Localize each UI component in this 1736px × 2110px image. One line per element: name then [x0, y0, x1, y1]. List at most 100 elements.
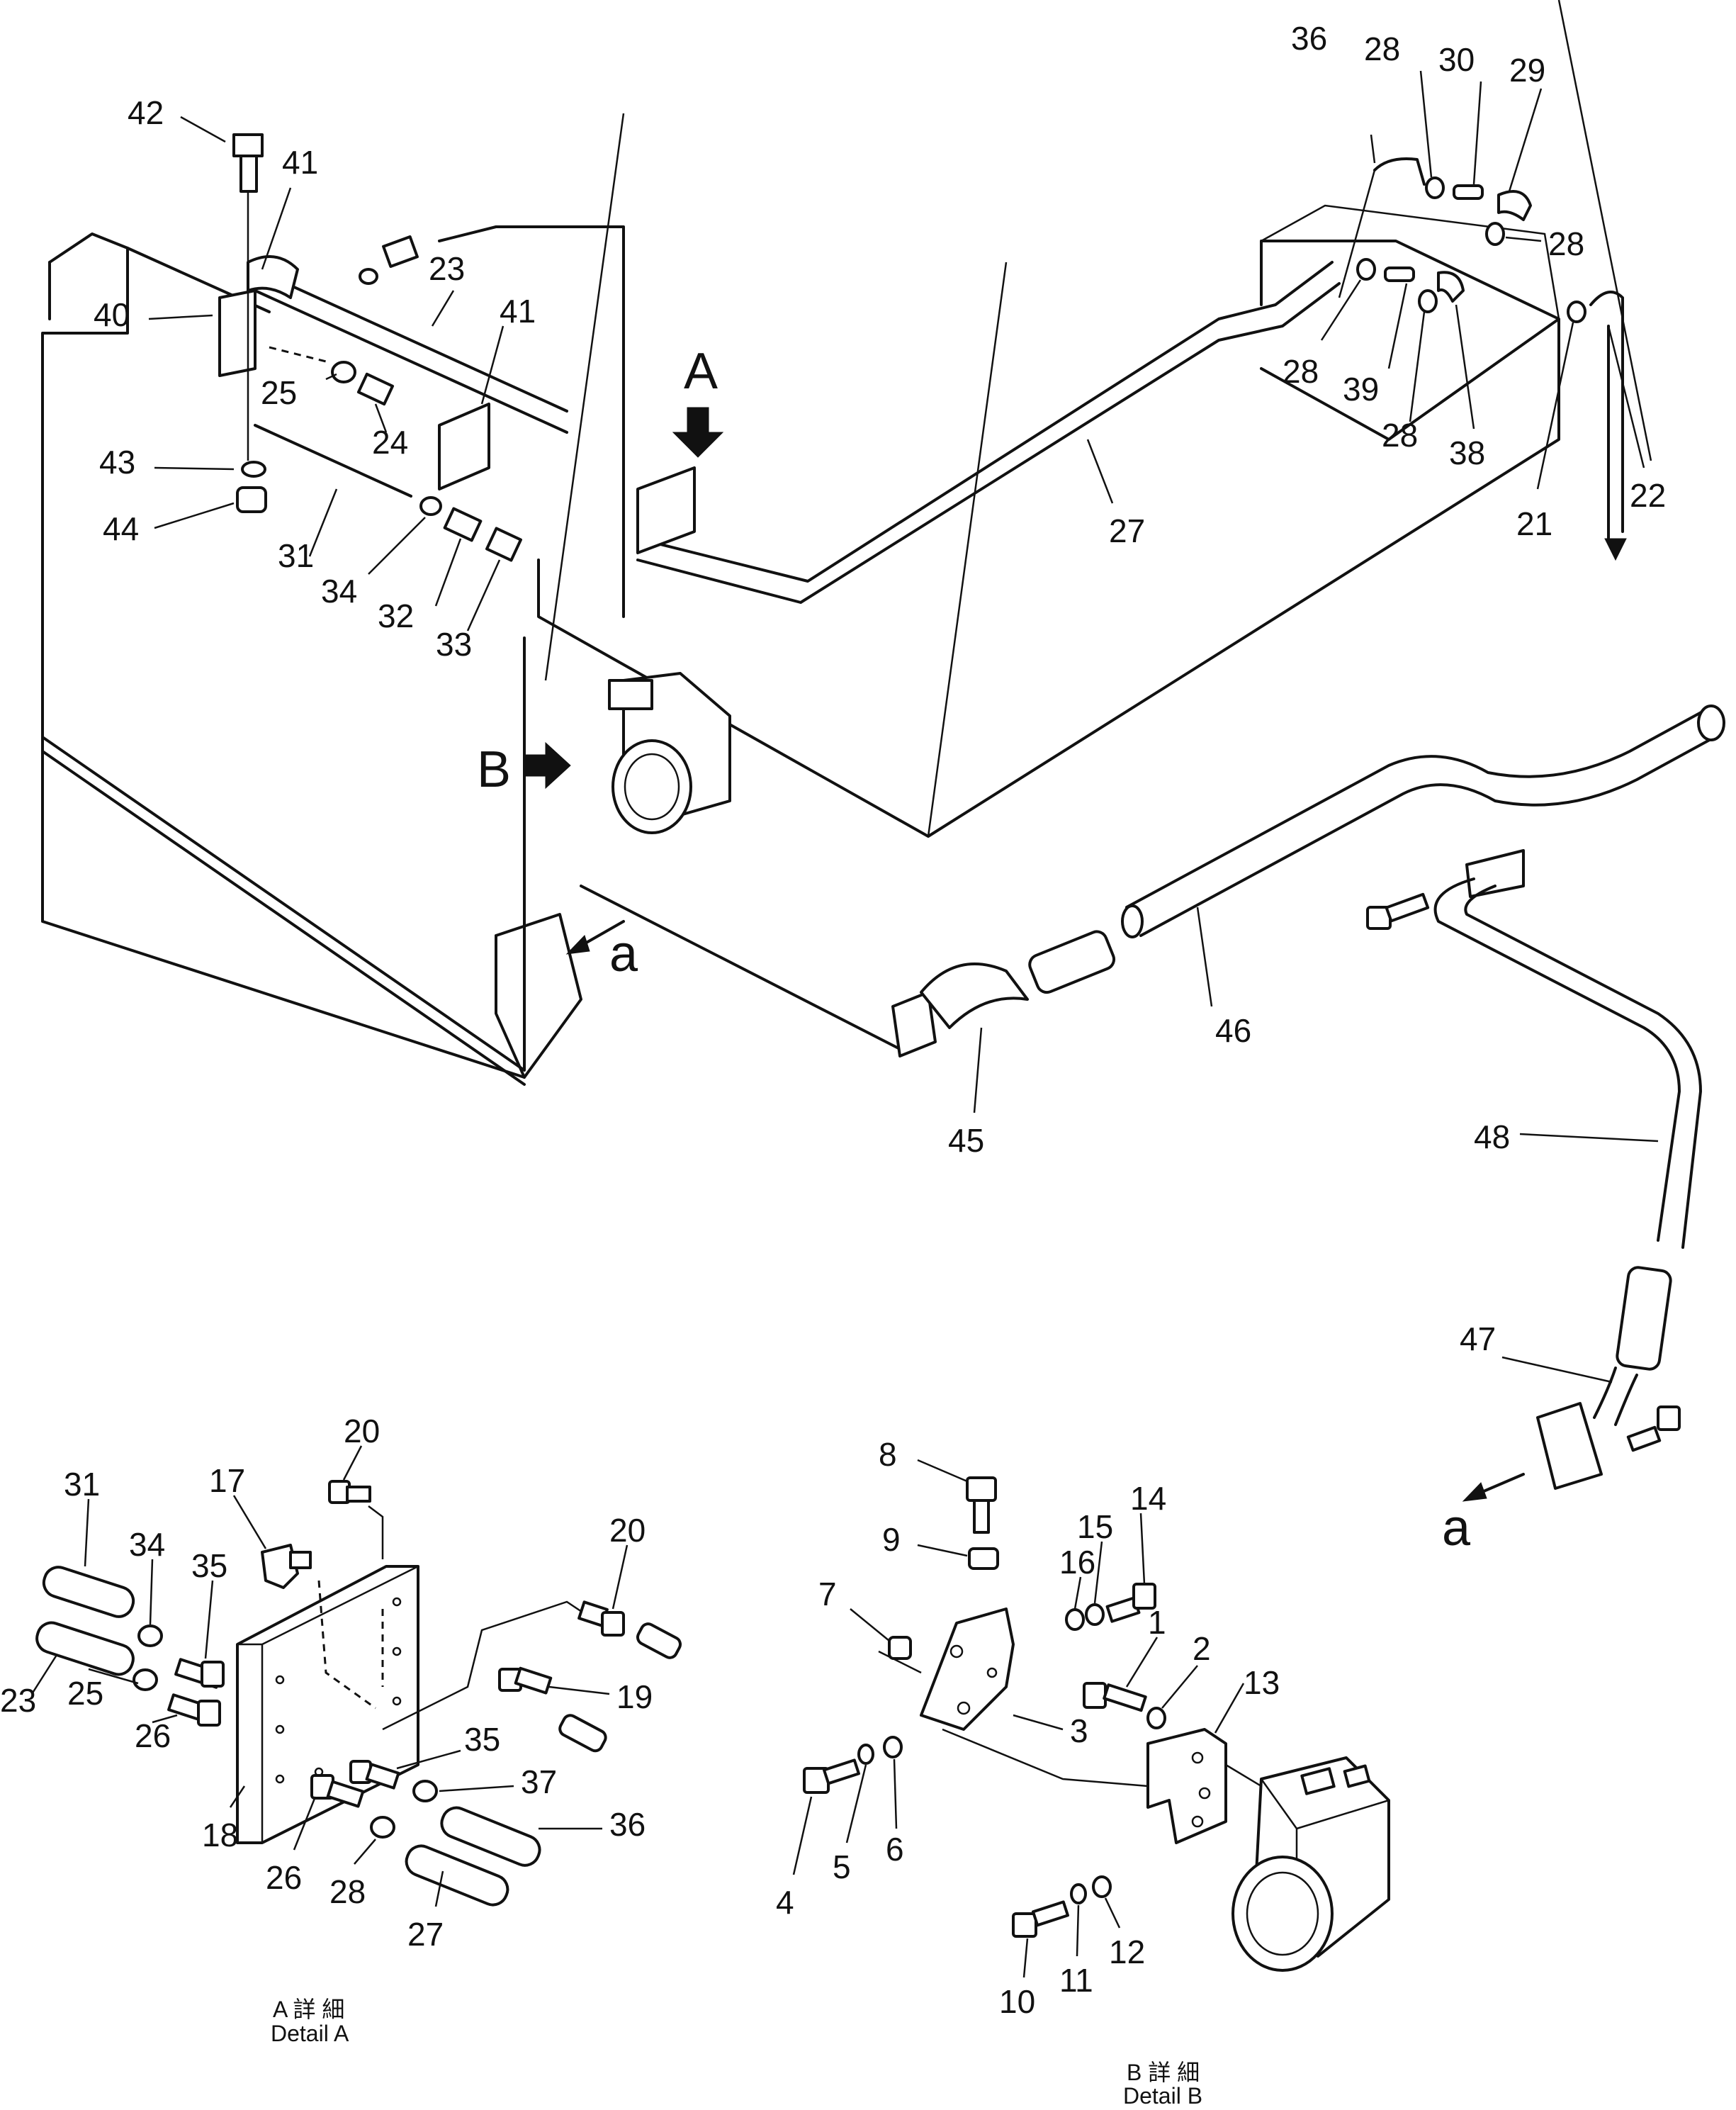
main-labels: 42 41 40 43 44 31 25 24 34 32 33 23 41 2…	[94, 20, 1666, 1357]
hose-46-end	[1697, 705, 1725, 741]
bolt-48	[1366, 892, 1430, 930]
elbow-22	[1589, 291, 1624, 540]
washer-5	[857, 1744, 874, 1765]
label-41-left: 41	[282, 144, 318, 181]
label-25: 25	[261, 374, 297, 411]
hose-36	[1373, 157, 1426, 186]
left-body-top	[48, 225, 625, 618]
label-26-b-detail: 26	[266, 1859, 302, 1896]
flange-47	[1536, 1402, 1603, 1490]
component-b	[608, 672, 731, 834]
label-2: 2	[1193, 1630, 1211, 1667]
label-23: 23	[429, 250, 465, 287]
washer-2	[1146, 1707, 1166, 1729]
view-a-arrow	[672, 407, 724, 458]
label-48: 48	[1474, 1118, 1510, 1155]
fitting-19-detail	[498, 1666, 553, 1695]
label-25-detail: 25	[67, 1675, 103, 1712]
flange-48	[1465, 849, 1525, 898]
collar-7	[888, 1636, 912, 1660]
fitting-20-right-detail	[577, 1600, 625, 1637]
nut-44	[236, 486, 267, 513]
label-6: 6	[886, 1831, 904, 1868]
nut-28-b	[1485, 222, 1505, 246]
washer-43	[241, 461, 266, 478]
fitting-35-detail	[174, 1658, 225, 1689]
caption-detail-a-en: Detail A	[271, 2021, 349, 2046]
conn-a-arrowhead-right	[1462, 1482, 1487, 1502]
label-27-detail: 27	[407, 1916, 444, 1953]
label-30: 30	[1438, 41, 1475, 78]
main-assembly: A B a	[41, 0, 1725, 1556]
label-33: 33	[436, 626, 472, 663]
conn-a-arrowhead-left	[565, 935, 590, 955]
sleeve-34-detail	[137, 1624, 163, 1647]
bolt-42	[232, 133, 264, 193]
label-18-detail: 18	[202, 1817, 238, 1853]
label-42: 42	[128, 94, 164, 131]
label-37-detail: 37	[521, 1763, 557, 1800]
label-13: 13	[1244, 1664, 1280, 1701]
label-40: 40	[94, 296, 130, 333]
caption-detail-a-jp: A 詳 細	[273, 1997, 344, 2022]
label-12: 12	[1109, 1934, 1145, 1970]
bolt-10	[1012, 1900, 1069, 1938]
caption-detail-b-jp: B 詳 細	[1127, 2060, 1200, 2085]
leader-36-a	[1338, 169, 1376, 298]
label-34: 34	[321, 573, 357, 610]
label-35-b-detail: 35	[464, 1721, 500, 1758]
label-20-right-detail: 20	[609, 1512, 646, 1549]
clamp-40	[218, 289, 257, 377]
left-body-outline	[41, 232, 526, 1079]
label-28-mid: 28	[1283, 353, 1319, 390]
elbow-47	[1593, 1367, 1638, 1426]
label-28-detail: 28	[329, 1873, 366, 1910]
detail-b-leaders	[792, 1459, 1245, 1978]
hose-27-detail	[405, 1844, 509, 1907]
label-24: 24	[372, 424, 408, 461]
fitting-35-b-detail	[349, 1760, 400, 1790]
elbow-29	[1497, 190, 1532, 221]
view-a-marker: A	[684, 343, 718, 400]
label-27: 27	[1109, 512, 1145, 549]
plug-detail-a-2	[558, 1714, 607, 1753]
label-31-detail: 31	[64, 1466, 100, 1503]
label-43: 43	[99, 444, 135, 481]
fitting-24	[356, 372, 395, 406]
fitting-39	[1384, 266, 1415, 282]
label-9: 9	[882, 1521, 901, 1558]
view-b-marker: B	[477, 741, 511, 798]
label-29: 29	[1509, 52, 1545, 89]
label-28-low: 28	[1382, 417, 1418, 454]
plug-detail-a-1	[636, 1622, 682, 1659]
clamp-41-left	[247, 255, 299, 299]
label-17-detail: 17	[209, 1462, 245, 1499]
cover-line-1	[544, 113, 625, 681]
label-15: 15	[1077, 1508, 1113, 1545]
elbow-38	[1437, 271, 1465, 303]
label-32: 32	[378, 597, 414, 634]
leader-22-long	[1557, 0, 1652, 461]
probe-22-tip	[1604, 538, 1627, 561]
pipe-31	[254, 424, 412, 498]
coupling-46	[1028, 930, 1116, 994]
bracket-13	[1146, 1728, 1227, 1844]
bolt-47	[1626, 1405, 1681, 1452]
label-11: 11	[1059, 1962, 1093, 1999]
label-1: 1	[1148, 1604, 1166, 1641]
fitting-26-b-detail	[310, 1774, 365, 1808]
label-3: 3	[1070, 1712, 1088, 1749]
view-b-arrow	[524, 741, 571, 790]
bolt-4	[803, 1758, 860, 1794]
nut-28-a	[1425, 176, 1445, 199]
nut-28-c	[1356, 258, 1376, 281]
bolt-top-23	[359, 235, 419, 285]
nut-21	[1567, 301, 1586, 323]
label-14: 14	[1130, 1480, 1166, 1517]
washer-11	[1070, 1883, 1087, 1904]
label-39: 39	[1343, 371, 1379, 408]
label-20-top-detail: 20	[344, 1413, 380, 1449]
label-4: 4	[776, 1884, 794, 1921]
sleeve-34	[419, 496, 442, 516]
